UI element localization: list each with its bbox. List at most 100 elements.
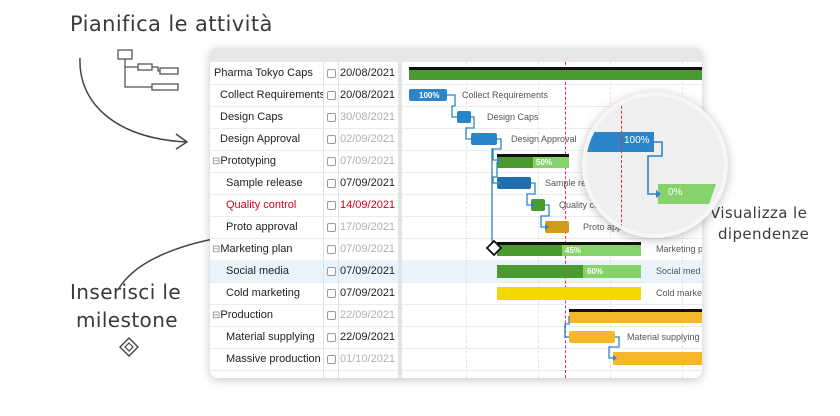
task-name-label: Proto approval <box>226 221 298 233</box>
task-name-label: Quality control <box>226 199 297 211</box>
task-name[interactable]: ⊟Marketing plan <box>210 238 323 260</box>
task-checkbox[interactable] <box>327 245 336 254</box>
task-name[interactable]: Design Caps <box>210 106 323 128</box>
dependencies-annotation: Visualizza le dipendenze <box>710 203 809 245</box>
milestone-annotation-line1: Inserisci le <box>70 280 182 304</box>
gantt-header-strip <box>210 48 702 62</box>
gantt-bar-proto-approval[interactable] <box>545 221 569 233</box>
task-checkbox[interactable] <box>327 355 336 364</box>
marketing-progress-label: 45% <box>565 246 582 255</box>
task-checkbox[interactable] <box>327 311 336 320</box>
milestone-diamond <box>485 239 503 257</box>
task-row-design-approval[interactable]: Design Approval 02/09/2021 <box>210 128 702 150</box>
task-start-date: 02/09/2021 <box>340 133 396 145</box>
gantt-bar-massive-production[interactable] <box>613 352 702 365</box>
gantt-bar-collect-requirements[interactable] <box>409 89 447 101</box>
task-checkbox[interactable] <box>327 135 336 144</box>
gantt-bar-design-caps[interactable] <box>457 111 471 123</box>
task-row-proto-approval[interactable]: Proto approval 17/09/2021 <box>210 216 702 238</box>
row-divider <box>210 106 702 107</box>
task-checkbox[interactable] <box>327 289 336 298</box>
dependencies-annotation-line2: dipendenze <box>718 225 810 243</box>
quality-bar-label: Quality co <box>559 200 600 210</box>
task-checkbox[interactable] <box>327 91 336 100</box>
task-checkbox[interactable] <box>327 267 336 276</box>
task-checkbox[interactable] <box>327 223 336 232</box>
gantt-bar-material-supplying[interactable] <box>569 331 615 343</box>
task-checkbox[interactable] <box>327 179 336 188</box>
timeline-gridline <box>466 62 467 378</box>
row-divider <box>210 282 702 283</box>
task-name[interactable]: ⊟Prototyping <box>210 150 323 172</box>
task-name[interactable]: Quality control <box>210 194 323 216</box>
row-divider <box>210 194 702 195</box>
task-checkbox[interactable] <box>327 69 336 78</box>
task-name[interactable]: Material supplying <box>210 326 323 348</box>
collect-progress-label: 100% <box>419 91 440 100</box>
task-name[interactable]: Cold marketing <box>210 282 323 304</box>
task-start-date: 07/09/2021 <box>340 243 396 255</box>
task-name-label: Social media <box>226 265 289 277</box>
task-name[interactable]: ⊟Production <box>210 304 323 326</box>
task-checkbox[interactable] <box>327 333 336 342</box>
social-progress-label: 60% <box>587 267 604 276</box>
collapse-toggle-icon[interactable]: ⊟ <box>212 310 221 321</box>
milestone-annotation-line2: milestone <box>76 308 178 332</box>
gantt-bar-quality-control[interactable] <box>531 199 545 211</box>
task-name[interactable]: Design Approval <box>210 128 323 150</box>
marketing-progress-fill <box>497 245 562 256</box>
proto-bar-label: Proto approval <box>583 222 642 232</box>
zoom-bar-top <box>586 132 654 152</box>
gantt-bar-sample-release[interactable] <box>497 177 531 189</box>
task-row-design-caps[interactable]: Design Caps 30/08/2021 <box>210 106 702 128</box>
dependency-zoom-callout: 100% 0% <box>582 92 728 238</box>
prototyping-progress-label: 50% <box>536 158 553 167</box>
task-name-label: Massive production <box>226 353 321 365</box>
design-approval-bar-label: Design Approval <box>511 134 577 144</box>
task-checkbox[interactable] <box>327 201 336 210</box>
task-start-date: 17/09/2021 <box>340 221 396 233</box>
task-name-label: Design Caps <box>220 111 283 123</box>
task-name[interactable]: Proto approval <box>210 216 323 238</box>
collapse-toggle-icon[interactable]: ⊟ <box>212 244 221 255</box>
milestone-diamond-icon <box>119 337 139 357</box>
task-start-date: 30/08/2021 <box>340 111 396 123</box>
gantt-bar-design-approval[interactable] <box>471 133 497 145</box>
collapse-toggle-icon[interactable]: ⊟ <box>212 156 221 167</box>
zoom-bar-bottom <box>658 184 716 204</box>
task-name[interactable]: Sample release <box>210 172 323 194</box>
column-divider <box>323 62 324 378</box>
task-name-label: Marketing plan <box>220 243 293 255</box>
task-row-quality-control[interactable]: Quality control 14/09/2021 <box>210 194 702 216</box>
task-checkbox[interactable] <box>327 113 336 122</box>
task-checkbox[interactable] <box>327 157 336 166</box>
gantt-bar-pharma-tokyo-caps[interactable] <box>409 67 702 80</box>
grid-splitter[interactable] <box>398 62 402 378</box>
gantt-bar-production[interactable] <box>569 309 702 323</box>
dependency-links <box>447 94 620 361</box>
task-row-pharma-tokyo-caps[interactable]: Pharma Tokyo Caps 20/08/2021 <box>210 62 702 84</box>
task-start-date: 20/08/2021 <box>340 67 396 79</box>
task-row-prototyping[interactable]: ⊟Prototyping 07/09/2021 <box>210 150 702 172</box>
task-name[interactable]: Social media <box>210 260 323 282</box>
task-name-label: Pharma Tokyo Caps <box>214 67 313 79</box>
task-name[interactable]: Massive production <box>210 348 323 370</box>
row-divider <box>210 238 702 239</box>
prototyping-progress-fill <box>497 157 533 168</box>
task-name[interactable]: Pharma Tokyo Caps <box>210 62 323 84</box>
task-row-marketing-plan[interactable]: ⊟Marketing plan 07/09/2021 <box>210 238 702 260</box>
gantt-bar-cold-marketing[interactable] <box>497 287 641 300</box>
task-name[interactable]: Collect Requirements <box>210 84 323 106</box>
row-divider <box>210 172 702 173</box>
arrow-to-tasks-icon <box>79 57 189 150</box>
task-start-date: 07/09/2021 <box>340 155 396 167</box>
today-marker-line <box>565 62 566 378</box>
dependencies-annotation-line1: Visualizza le <box>710 204 808 222</box>
task-start-date: 14/09/2021 <box>340 199 396 211</box>
